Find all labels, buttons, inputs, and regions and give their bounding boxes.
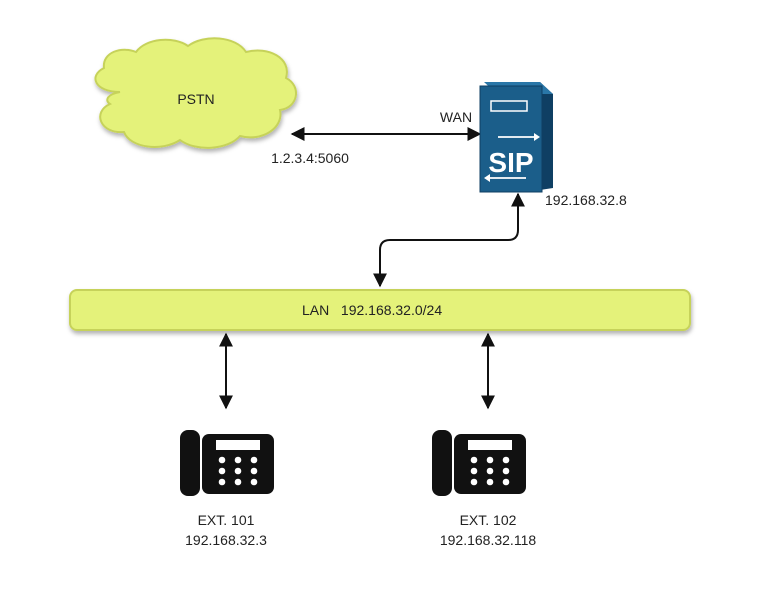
phone-102-ext-label: EXT. 102 (460, 512, 517, 528)
phone-101-ext-label: EXT. 101 (198, 512, 255, 528)
phone-101-ip-label: 192.168.32.3 (185, 532, 267, 548)
pstn-cloud-icon (94, 37, 297, 149)
trunk-address-label: 1.2.3.4:5060 (271, 150, 349, 166)
lan-label: LAN 192.168.32.0/24 (302, 302, 442, 318)
sip-server-ip-label: 192.168.32.8 (545, 192, 627, 208)
sip-server-icon (479, 82, 553, 193)
desk-phone-icon (180, 430, 274, 496)
pstn-label: PSTN (177, 91, 214, 107)
desk-phone-icon (432, 430, 526, 496)
lan-bus (69, 289, 691, 331)
sip-logo-text: SIP (488, 147, 533, 178)
server-lan-link (373, 192, 525, 288)
wan-label: WAN (440, 109, 472, 125)
phone-102-ip-label: 192.168.32.118 (440, 532, 536, 548)
